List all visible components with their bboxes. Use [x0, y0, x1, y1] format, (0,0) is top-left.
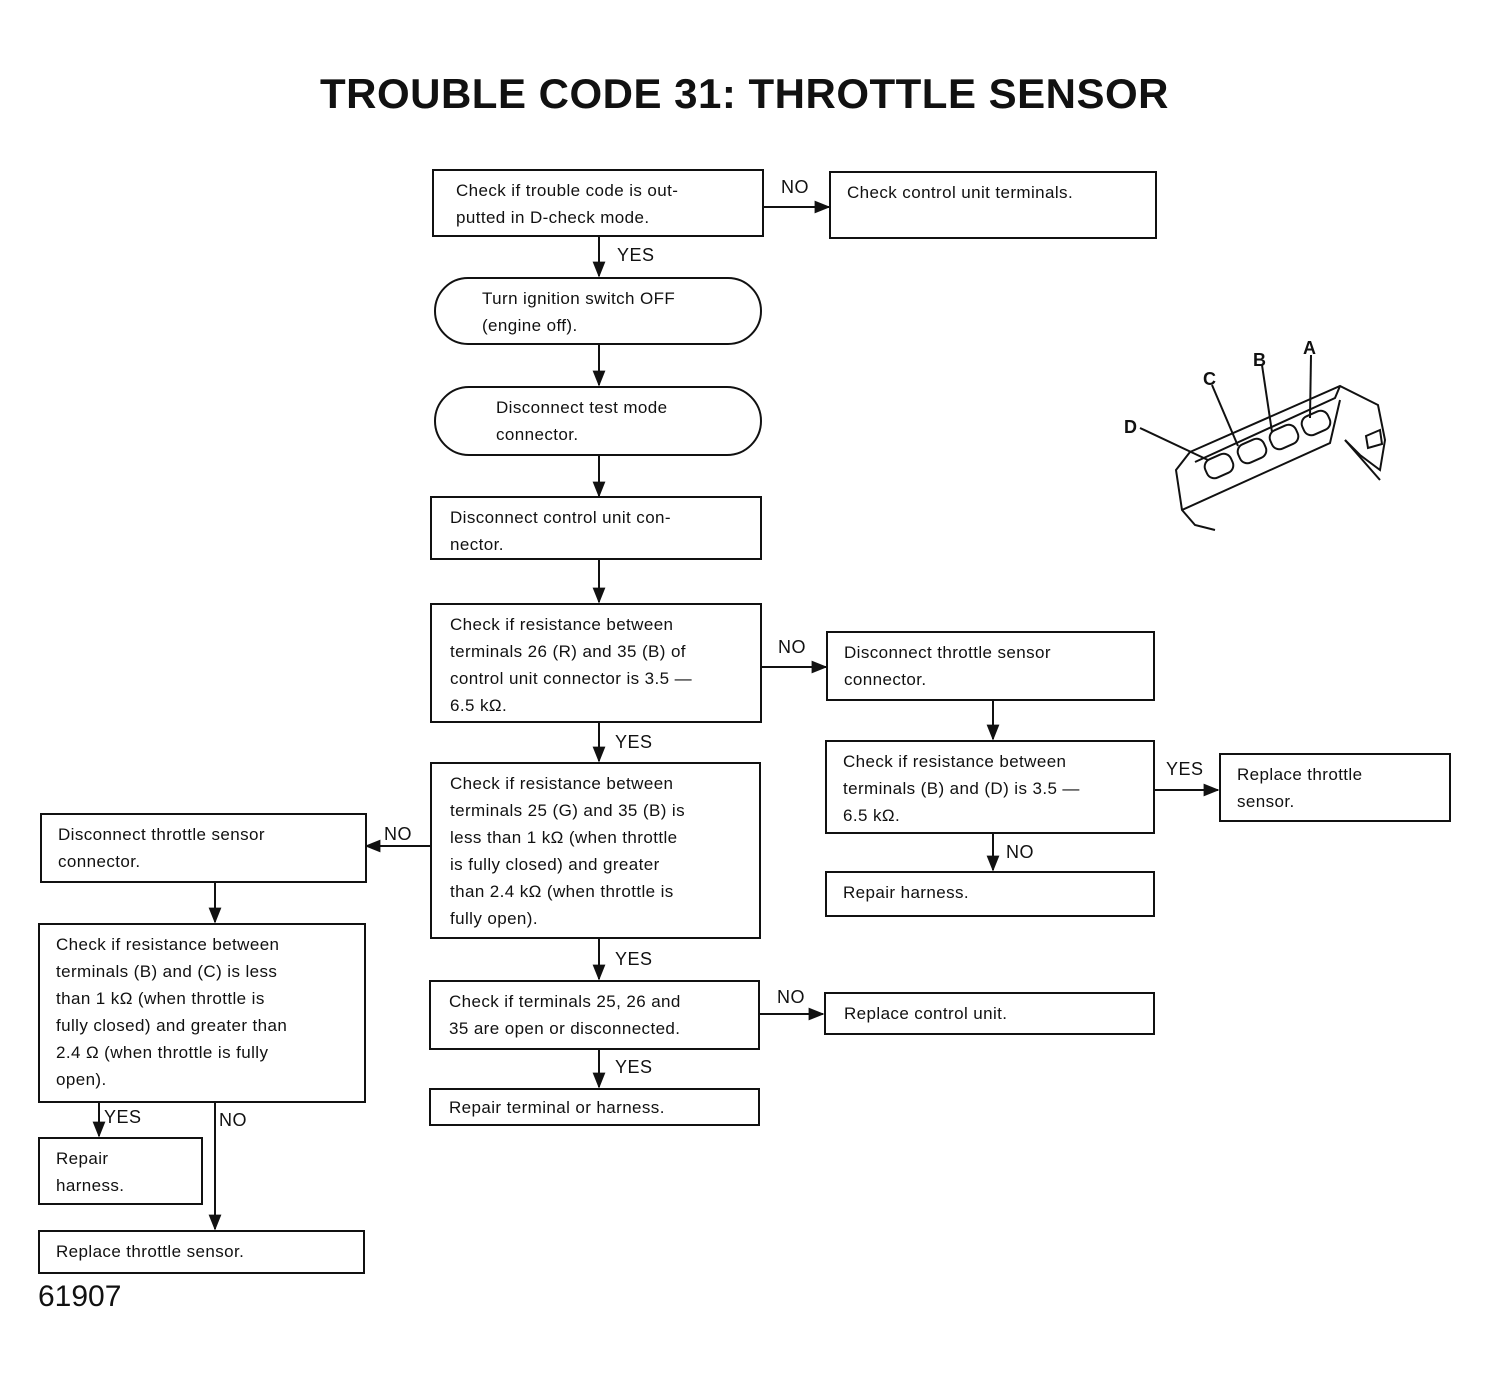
label-no: NO: [219, 1110, 247, 1130]
label-no: NO: [781, 177, 809, 197]
label-yes: YES: [104, 1107, 142, 1127]
diagram-title: TROUBLE CODE 31: THROTTLE SENSOR: [319, 70, 1170, 117]
label-no: NO: [777, 987, 805, 1007]
step-check-25-35: Check if resistance between terminals 25…: [430, 762, 761, 939]
terminal-label-a: A: [1303, 338, 1316, 358]
terminal-label-d: D: [1124, 417, 1137, 437]
label-no: NO: [384, 824, 412, 844]
label-yes: YES: [615, 1057, 653, 1077]
step-check-b-d: Check if resistance between terminals (B…: [825, 740, 1155, 834]
step-disconnect-ts-right: Disconnect throttle sensor connector.: [826, 631, 1155, 701]
terminal-label-c: C: [1203, 369, 1216, 389]
step-check-terminals: Check control unit terminals.: [829, 171, 1157, 239]
step-replace-ts-right: Replace throttle sensor.: [1219, 753, 1451, 822]
step-repair-terminal: Repair terminal or harness.: [429, 1088, 760, 1126]
step-disconnect-cu: Disconnect control unit con- nector.: [430, 496, 762, 560]
label-yes: YES: [617, 245, 655, 265]
step-check-26-35: Check if resistance between terminals 26…: [430, 603, 762, 723]
step-check-open: Check if terminals 25, 26 and 35 are ope…: [429, 980, 760, 1050]
step-repair-harness-left: Repair harness.: [38, 1137, 203, 1205]
step-disconnect-ts-left: Disconnect throttle sensor connector.: [40, 813, 367, 883]
label-no: NO: [778, 637, 806, 657]
label-yes: YES: [1166, 759, 1204, 779]
step-repair-harness-right: Repair harness.: [825, 871, 1155, 917]
step-replace-ts-left: Replace throttle sensor.: [38, 1230, 365, 1274]
step-disconnect-test-mode: Disconnect test mode connector.: [434, 386, 762, 456]
label-yes: YES: [615, 949, 653, 969]
label-yes: YES: [615, 732, 653, 752]
step-ignition-off: Turn ignition switch OFF (engine off).: [434, 277, 762, 345]
step-check-b-c: Check if resistance between terminals (B…: [38, 923, 366, 1103]
step-check-output: Check if trouble code is out- putted in …: [432, 169, 764, 237]
label-no: NO: [1006, 842, 1034, 862]
terminal-label-b: B: [1253, 350, 1266, 370]
step-replace-cu: Replace control unit.: [824, 992, 1155, 1035]
figure-number: 61907: [38, 1280, 122, 1313]
connector-illustration: [1139, 354, 1387, 531]
